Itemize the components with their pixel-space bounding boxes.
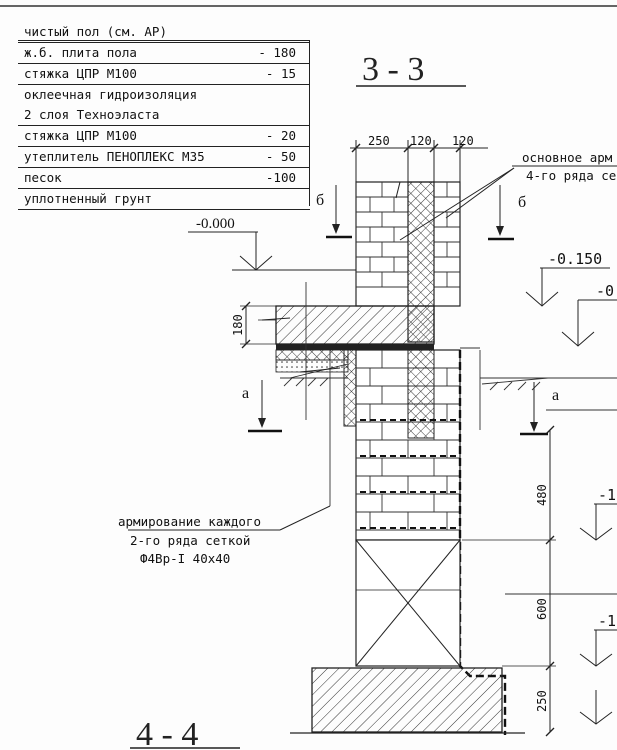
cut-mark-b-left: б	[316, 185, 352, 239]
layer-text: уплотненный грунт	[24, 191, 152, 206]
layer-row: стяжка ЦПР М100 - 20	[18, 126, 310, 147]
dim-120-a: 120	[410, 134, 432, 148]
level-mark-partial: -0	[561, 282, 617, 347]
note-every-reinf-line2: 2-го ряда сеткой	[130, 533, 250, 548]
slab-dimension: 180	[231, 301, 276, 349]
cut-label-b-right: б	[518, 194, 526, 211]
dim-250: 250	[368, 134, 390, 148]
slab-leaders	[261, 317, 349, 379]
layer-row: чистый пол (см. АР)	[18, 22, 310, 43]
level-minus1-a-text: -1	[598, 486, 616, 504]
cut-label-a-left: а	[242, 385, 249, 402]
cut-mark-a-left: а	[242, 380, 282, 433]
level-zero-text: -0.000	[196, 216, 235, 232]
level-partial-text: -0	[596, 282, 614, 300]
section-title: 3 - 3	[362, 51, 424, 88]
layer-text: 2 слоя Техноэласта	[24, 107, 160, 122]
level-150-text: -0.150	[548, 250, 602, 268]
layers-table-right-rule	[309, 40, 311, 206]
layers-table-top-rule	[18, 40, 310, 42]
layer-thickness: - 15	[265, 66, 296, 81]
dim-600: 600	[535, 598, 549, 620]
layer-row: песок -100	[18, 168, 310, 189]
cut-mark-b-right: б	[488, 185, 526, 241]
brick-wall-upper	[355, 181, 461, 343]
layer-text: оклеечная гидроизоляция	[24, 87, 198, 102]
note-main-reinf-line2: 4-го ряда се	[526, 168, 616, 183]
layer-thickness: - 180	[258, 45, 296, 60]
cut-mark-a-right: а	[520, 382, 559, 436]
layer-text: стяжка ЦПР М100	[24, 66, 137, 81]
level-mark-minus1-b: -1	[579, 612, 617, 725]
layer-text: утеплитель ПЕНОПЛЕКС М35	[24, 149, 205, 164]
leader-main-reinforcement: основное арм 4-го ряда се	[395, 150, 617, 241]
dim-480: 480	[535, 484, 549, 506]
dim-120-b: 120	[452, 134, 474, 148]
layer-row: стяжка ЦПР М100 - 15	[18, 64, 310, 85]
cut-label-a-right: а	[552, 387, 559, 404]
layer-text: стяжка ЦПР М100	[24, 128, 137, 143]
bottom-section-title: 4 - 4	[136, 716, 198, 750]
dim-250: 250	[535, 690, 549, 712]
footing	[311, 667, 503, 733]
cut-label-b-left: б	[316, 192, 324, 209]
layer-row: утеплитель ПЕНОПЛЕКС М35 - 50	[18, 147, 310, 168]
level-minus1-b-text: -1	[598, 612, 616, 630]
floor-layers-table: чистый пол (см. АР) ж.б. плита пола - 180…	[18, 22, 310, 210]
level-mark-minus1-a: -1	[579, 486, 617, 541]
layer-row: оклеечная гидроизоляция	[18, 85, 310, 106]
note-every-reinf-line3: Ф4Вр-I 40x40	[140, 551, 230, 566]
layer-row: ж.б. плита пола - 180	[18, 43, 310, 64]
dim-180: 180	[231, 314, 245, 336]
layer-text: чистый пол (см. АР)	[24, 24, 167, 39]
foundation-blocks	[355, 539, 461, 667]
note-main-reinf-line1: основное арм	[522, 150, 613, 165]
top-dimension: 250 120 120	[350, 134, 488, 182]
guide-lines	[305, 182, 617, 595]
note-every-reinf-line1: армирование каждого	[118, 514, 261, 529]
layer-thickness: -100	[265, 170, 296, 185]
layer-thickness: - 50	[265, 149, 296, 164]
layer-text: песок	[24, 170, 62, 185]
leader-every-row-reinforcement: армирование каждого 2-го ряда сеткой Ф4В…	[118, 505, 331, 566]
layer-thickness: - 20	[265, 128, 296, 143]
layer-row: 2 слоя Техноэласта	[18, 105, 310, 126]
layer-row: уплотненный грунт	[18, 189, 310, 210]
right-vertical-dimensions: 480 600 250	[462, 425, 556, 737]
layer-text: ж.б. плита пола	[24, 45, 137, 60]
brick-wall-lower	[355, 349, 461, 541]
level-mark-zero: -0.000	[188, 216, 356, 271]
level-mark-150: -0.150	[525, 250, 610, 307]
